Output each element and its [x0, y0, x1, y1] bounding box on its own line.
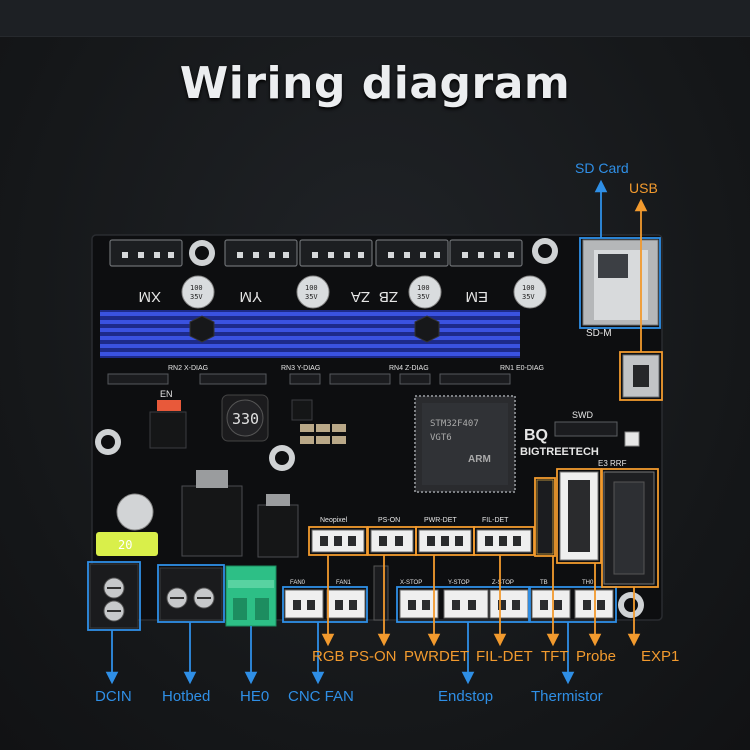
inductor-value: 330: [232, 410, 259, 428]
he0-terminal: [225, 565, 277, 627]
label-dcin: DCIN: [95, 688, 132, 705]
label-hotbed: Hotbed: [162, 688, 210, 705]
cap-text: 100: [190, 284, 203, 292]
lower-label-th0: TH0: [582, 580, 594, 586]
lower-label-y-stop: Y-STOP: [448, 580, 470, 586]
driver-label-em: EM: [466, 288, 489, 305]
driver-label-xm: XM: [139, 288, 162, 305]
hotbed-terminal: [159, 567, 223, 621]
header-label-neopixel: Neopixel: [320, 517, 348, 524]
dcin-terminal: [89, 563, 139, 629]
page-title: Wiring diagram: [179, 58, 571, 109]
mcu-text: VGT6: [430, 433, 452, 443]
lower-label-x-stop: X-STOP: [400, 580, 422, 586]
label-thermistor: Thermistor: [531, 688, 603, 705]
cap-text: 35V: [190, 293, 203, 301]
cap-text: 100: [417, 284, 430, 292]
en-label: EN: [160, 389, 173, 399]
cap-text: 35V: [417, 293, 430, 301]
en-jumper: [157, 400, 181, 411]
stepper-connectors: [109, 239, 523, 267]
diag-label-y: RN3 Y-DIAG: [281, 365, 320, 372]
diag-label-z: RN4 Z-DIAG: [389, 365, 429, 372]
label-pwrdet: PWRDET: [404, 648, 469, 665]
resistor-networks: [107, 373, 511, 385]
highlight-boxes: [87, 237, 663, 631]
regulator: [257, 504, 299, 558]
brand-logo: BQ: [524, 427, 548, 444]
swd-label: SWD: [572, 410, 593, 420]
leader-lines: [105, 179, 648, 685]
pin-header-small: [373, 565, 389, 621]
header-label-ps-on: PS-ON: [378, 517, 400, 524]
inductor: 330: [221, 394, 269, 442]
header-label-pwr-det: PWR-DET: [424, 517, 457, 524]
small-ic: [291, 399, 313, 421]
label-he0: HE0: [240, 688, 269, 705]
mcu-text: ARM: [468, 454, 491, 465]
sd-slot-label: SD-M: [586, 328, 612, 339]
lower-label-fan0: FAN0: [290, 580, 306, 586]
heatsink: [100, 310, 520, 358]
label-cnc-fan: CNC FAN: [288, 688, 354, 705]
smd-resistors: [300, 424, 346, 444]
cap-text: 100: [305, 284, 318, 292]
sd-slot: SD-M: [582, 239, 659, 339]
label-usb: USB: [629, 180, 658, 196]
mcu-chip: STM32F407 VGT6 ARM: [414, 395, 516, 493]
fuse-label: 20: [118, 538, 132, 552]
top-bar: [0, 0, 750, 37]
label-tft: TFT: [541, 648, 569, 665]
label-ps-on: PS-ON: [349, 648, 397, 665]
mcu-text: STM32F407: [430, 419, 479, 429]
usb-port: [622, 354, 660, 398]
cap-text: 35V: [522, 293, 535, 301]
fuse: [96, 532, 158, 556]
label-fil-det: FIL-DET: [476, 648, 533, 665]
brand-name: BIGTREETECH: [520, 446, 599, 458]
mounting-holes: [95, 238, 644, 618]
mosfet: [181, 485, 243, 557]
upper-headers: [311, 529, 532, 553]
label-exp1: EXP1: [641, 648, 679, 665]
label-endstop: Endstop: [438, 688, 493, 705]
model-name: E3 RRF: [598, 459, 627, 468]
label-rgb: RGB: [312, 648, 345, 665]
capacitors: [181, 275, 547, 309]
label-sd-card: SD Card: [575, 160, 629, 176]
header-label-fil-det: FIL-DET: [482, 517, 509, 524]
tft-header: [536, 479, 554, 555]
cap-text: 100: [522, 284, 535, 292]
electrolytic-cap: [116, 493, 154, 531]
reset-button: [624, 431, 640, 447]
driver-label-za: ZA: [351, 288, 370, 305]
label-probe: Probe: [576, 648, 616, 665]
lower-label-z-stop: Z-STOP: [492, 580, 514, 586]
driver-chip: [149, 411, 187, 449]
driver-label-zb: ZB: [379, 288, 398, 305]
lower-label-fan1: FAN1: [336, 580, 352, 586]
lower-label-tb: TB: [540, 580, 548, 586]
diag-label-x: RN2 X-DIAG: [168, 365, 208, 372]
lower-connectors: [284, 589, 614, 619]
diag-label-e0: RN1 E0-DIAG: [500, 365, 544, 372]
cap-text: 35V: [305, 293, 318, 301]
driver-label-ym: YM: [240, 288, 263, 305]
swd-header: [554, 421, 618, 437]
